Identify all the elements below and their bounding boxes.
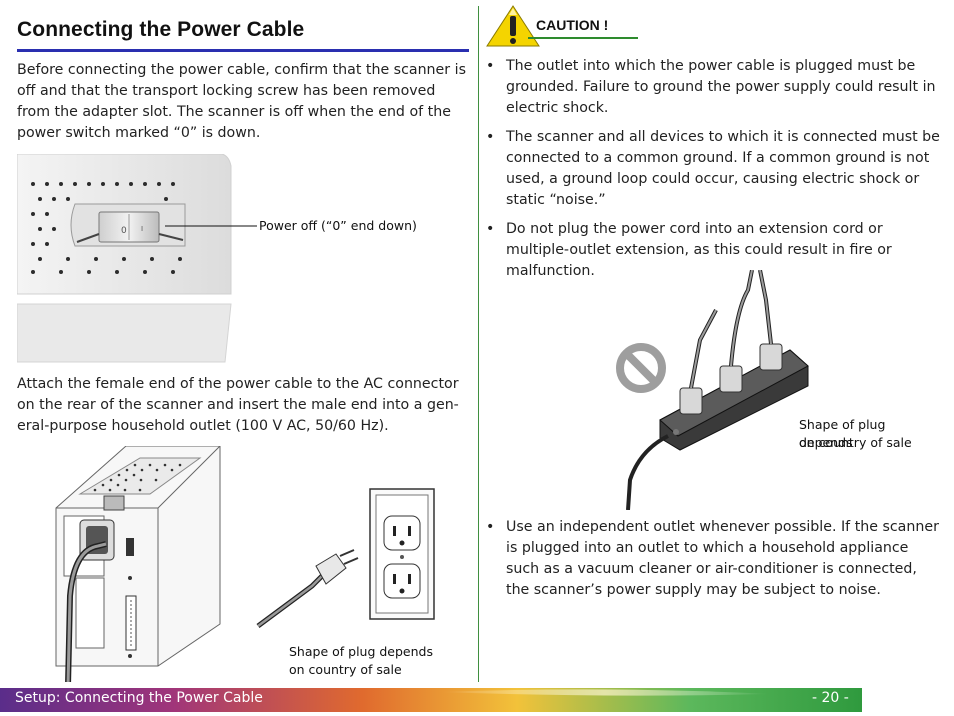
intro-paragraph: Before connecting the power cable, confi…	[17, 62, 466, 141]
footer-section-label: Setup: Connecting the Power Cable	[15, 690, 263, 706]
strip-caption-line2: on country of sale	[799, 435, 912, 450]
wall-outlet	[369, 488, 435, 620]
attach-paragraph: Attach the female end of the power cable…	[17, 376, 459, 434]
caution-bullet: Do not plug the power cord into an exten…	[486, 219, 941, 282]
switch-mark-0: 0	[121, 226, 127, 236]
column-divider	[478, 6, 479, 682]
title-underline	[17, 49, 469, 52]
caution-bullet: The scanner and all devices to which it …	[486, 127, 941, 211]
plug-caption-line2: on country of sale	[289, 662, 402, 677]
power-switch-rocker: 0 I	[76, 211, 184, 243]
vent-holes	[31, 182, 182, 274]
page-number: - 20 -	[812, 690, 849, 706]
caution-bullet: The outlet into which the power cable is…	[486, 56, 941, 119]
strip-caption-line1: Shape of plug depends	[799, 417, 886, 450]
scanner-rear-illustration	[55, 445, 435, 687]
power-strip-illustration	[616, 269, 809, 511]
caution-bullet-list-2: Use an independent outlet whenever possi…	[486, 517, 941, 609]
caution-triangle-icon	[486, 5, 540, 47]
power-switch-figure: 0 I Power off (“0” end down)	[16, 153, 462, 364]
switch-callout: Power off (“0” end down)	[259, 218, 417, 233]
footer-bar	[0, 688, 862, 712]
caution-underline	[528, 37, 638, 39]
page-title: Connecting the Power Cable	[17, 18, 305, 41]
caution-bullet-list: The outlet into which the power cable is…	[486, 56, 941, 290]
power-strip-figure: Shape of plug depends on country of sale	[610, 269, 940, 511]
scanner-outlet-figure: Shape of plug depends on country of sale	[40, 445, 470, 687]
scanner-switch-illustration: 0 I	[16, 153, 257, 363]
caution-bullet: Use an independent outlet whenever possi…	[486, 517, 941, 601]
plug-caption-line1: Shape of plug depends	[289, 644, 433, 659]
caution-label: CAUTION !	[536, 17, 609, 33]
switch-mark-1: I	[141, 225, 143, 233]
prohibited-icon	[616, 343, 666, 393]
male-plug	[256, 549, 359, 629]
